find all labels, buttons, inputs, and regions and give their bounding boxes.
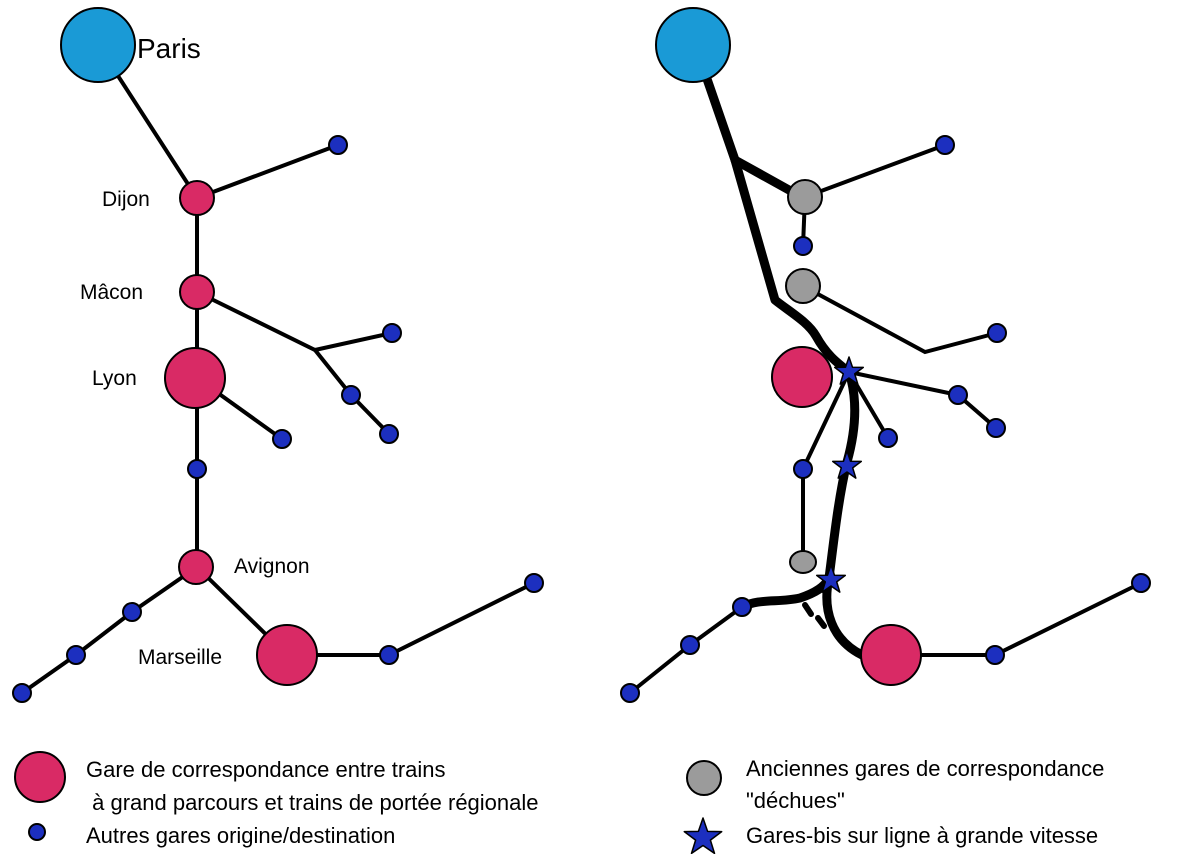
station-node bbox=[341, 385, 361, 405]
station-node bbox=[732, 597, 752, 617]
legend-former-swatch bbox=[686, 760, 722, 796]
station-node bbox=[328, 135, 348, 155]
line-lyon-southwest bbox=[801, 370, 851, 471]
legend: Gare de correspondance entre trains à gr… bbox=[14, 751, 1104, 854]
former-macon-node bbox=[785, 268, 821, 304]
hsl-tick bbox=[815, 615, 827, 629]
station-node bbox=[187, 459, 207, 479]
hsl-avignon-connection bbox=[737, 573, 834, 612]
paris-node bbox=[60, 7, 136, 83]
station-node bbox=[524, 573, 544, 593]
lyon-node bbox=[771, 346, 833, 408]
legend-correspondence-line1: Gare de correspondance entre trains bbox=[86, 757, 446, 782]
marseille-node bbox=[256, 624, 318, 686]
right-map bbox=[620, 7, 1151, 703]
line-dijon-east bbox=[195, 143, 340, 200]
label-lyon: Lyon bbox=[92, 367, 137, 390]
star-icon bbox=[815, 564, 847, 593]
legend-station-swatch bbox=[28, 823, 46, 841]
lyon-node bbox=[164, 347, 226, 409]
line-lyon-branch bbox=[847, 370, 998, 430]
former-dijon-node bbox=[787, 179, 823, 215]
station-node bbox=[878, 428, 898, 448]
label-macon: Mâcon bbox=[80, 281, 143, 304]
macon-node bbox=[179, 274, 215, 310]
station-node bbox=[379, 424, 399, 444]
label-avignon: Avignon bbox=[234, 555, 310, 578]
dijon-node bbox=[179, 180, 215, 216]
legend-other-stations: Autres gares origine/destination bbox=[86, 823, 395, 848]
line-macon-branch bbox=[801, 284, 999, 355]
hsl-tick bbox=[802, 602, 814, 617]
station-node bbox=[620, 683, 640, 703]
right-classic-lines bbox=[628, 143, 1143, 695]
station-node bbox=[948, 385, 968, 405]
line-avignon-west bbox=[20, 565, 199, 695]
station-node bbox=[379, 645, 399, 665]
left-map: Paris Dijon Mâcon Lyon Avignon Marseille bbox=[12, 7, 544, 703]
station-node bbox=[987, 323, 1007, 343]
station-node bbox=[12, 683, 32, 703]
avignon-node bbox=[178, 549, 214, 585]
star-icon bbox=[833, 356, 865, 385]
station-node bbox=[1131, 573, 1151, 593]
right-small-stations bbox=[620, 135, 1151, 703]
line-marseille-east bbox=[285, 581, 536, 657]
station-node bbox=[382, 323, 402, 343]
line-macon-branch bbox=[195, 290, 394, 353]
legend-bis-stations: Gares-bis sur ligne à grande vitesse bbox=[746, 823, 1098, 848]
station-node bbox=[122, 602, 142, 622]
line-marseille-east bbox=[888, 581, 1143, 657]
high-speed-line bbox=[692, 45, 867, 660]
left-small-stations bbox=[12, 135, 544, 703]
label-marseille: Marseille bbox=[138, 646, 222, 669]
station-node bbox=[66, 645, 86, 665]
line-dijon-east bbox=[803, 143, 947, 199]
label-dijon: Dijon bbox=[102, 188, 150, 211]
paris-node bbox=[655, 7, 731, 83]
station-node bbox=[680, 635, 700, 655]
hsl-short-ticks bbox=[802, 602, 827, 629]
station-node bbox=[985, 645, 1005, 665]
station-node bbox=[272, 429, 292, 449]
marseille-node bbox=[860, 624, 922, 686]
legend-correspondence-swatch bbox=[14, 751, 66, 803]
label-paris: Paris bbox=[137, 33, 201, 64]
station-node bbox=[986, 418, 1006, 438]
star-icon bbox=[683, 817, 723, 854]
legend-former-line1: Anciennes gares de correspondance bbox=[746, 756, 1104, 781]
station-node bbox=[935, 135, 955, 155]
station-node bbox=[793, 236, 813, 256]
former-avignon-node bbox=[789, 550, 817, 574]
hsl-dijon-spur bbox=[730, 155, 803, 200]
station-node bbox=[793, 459, 813, 479]
bis-stations bbox=[815, 356, 865, 593]
hsl-main bbox=[692, 45, 867, 660]
star-icon bbox=[831, 450, 863, 479]
legend-former-line2: "déchues" bbox=[746, 788, 845, 813]
legend-correspondence-line2: à grand parcours et trains de portée rég… bbox=[86, 790, 539, 815]
